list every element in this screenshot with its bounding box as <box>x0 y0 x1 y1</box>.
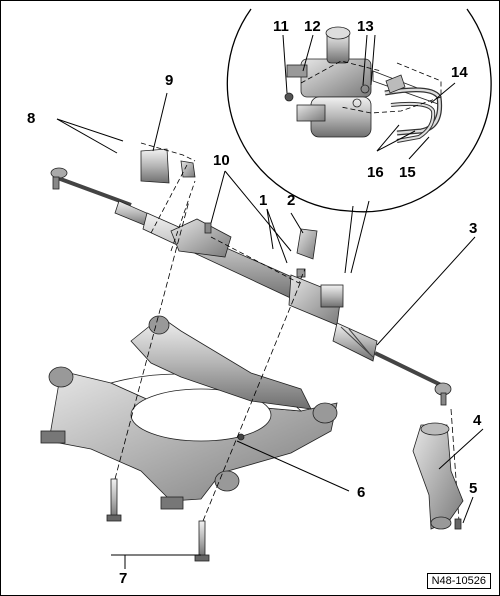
callout-8: 8 <box>27 110 36 127</box>
callout-12: 12 <box>304 18 321 35</box>
clamp-bracket <box>140 148 318 278</box>
callout-10: 10 <box>213 152 230 169</box>
callout-6: 6 <box>357 484 366 501</box>
wheel-bearing-housing <box>412 422 464 530</box>
subframe-bolts <box>106 478 210 562</box>
callout-15: 15 <box>399 164 416 181</box>
callout-4: 4 <box>473 412 482 429</box>
main-leader-lines <box>56 92 484 569</box>
callout-3: 3 <box>469 220 478 237</box>
subframe <box>40 315 338 510</box>
callout-11: 11 <box>273 18 289 35</box>
callout-7: 7 <box>119 570 128 587</box>
detail-dashed-frame <box>300 60 442 114</box>
detail-leader-lines <box>282 34 456 160</box>
callout-5: 5 <box>469 480 478 497</box>
callout-14: 14 <box>451 64 468 81</box>
bracket-dashed-lines <box>140 142 306 284</box>
callout-2: 2 <box>287 192 296 209</box>
detail-view-circle <box>226 8 492 274</box>
callout-9: 9 <box>165 72 174 89</box>
callout-13: 13 <box>357 18 374 35</box>
steering-rack <box>50 167 452 406</box>
callout-16: 16 <box>367 164 384 181</box>
steering-valve-detail <box>284 26 443 143</box>
figure-reference-code: N48-10526 <box>426 573 491 589</box>
callout-1: 1 <box>259 192 268 209</box>
